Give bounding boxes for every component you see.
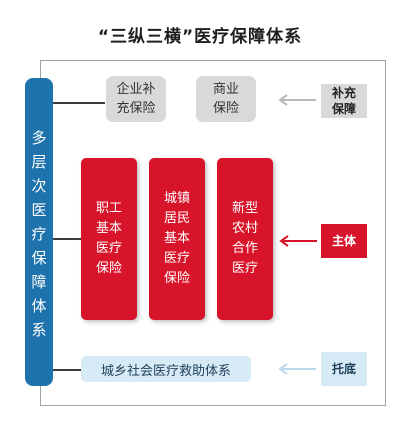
- supplementary-tag: 补充保障: [321, 84, 367, 118]
- arrow-left-icon: [279, 235, 317, 247]
- sidebar-label-char: 疗: [31, 225, 47, 243]
- sidebar-label-char: 系: [31, 321, 47, 339]
- sidebar-label-char: 多: [31, 129, 47, 147]
- sidebar-label-char: 障: [31, 273, 47, 291]
- supplementary-box-commercial: 商业保险: [196, 76, 256, 122]
- sidebar-label-char: 体: [31, 297, 47, 315]
- main-tag: 主体: [321, 224, 367, 258]
- sidebar-label-char: 医: [31, 201, 47, 219]
- connector-line-supplementary: [53, 102, 105, 104]
- arrow-left-icon: [278, 363, 316, 375]
- base-box-medical-assistance: 城乡社会医疗救助体系: [81, 356, 251, 382]
- supplementary-box-enterprise: 企业补充保险: [106, 76, 166, 122]
- main-box-urban-resident-insurance: 城镇居民基本医疗保险: [149, 158, 205, 320]
- arrow-left-icon: [278, 94, 316, 106]
- main-box-rural-cooperative-medical: 新型农村合作医疗: [217, 158, 273, 320]
- diagram-title: “三纵三横”医疗保障体系: [97, 27, 303, 47]
- sidebar-label-char: 次: [31, 177, 47, 195]
- sidebar-label-char: 保: [31, 249, 47, 267]
- base-tag: 托底: [321, 352, 367, 386]
- connector-line-main: [53, 238, 81, 240]
- main-box-employee-insurance: 职工基本医疗保险: [81, 158, 137, 320]
- connector-line-base: [53, 369, 81, 371]
- sidebar-label-char: 层: [31, 153, 47, 171]
- sidebar-label: 多层次医疗保障体系: [25, 78, 53, 386]
